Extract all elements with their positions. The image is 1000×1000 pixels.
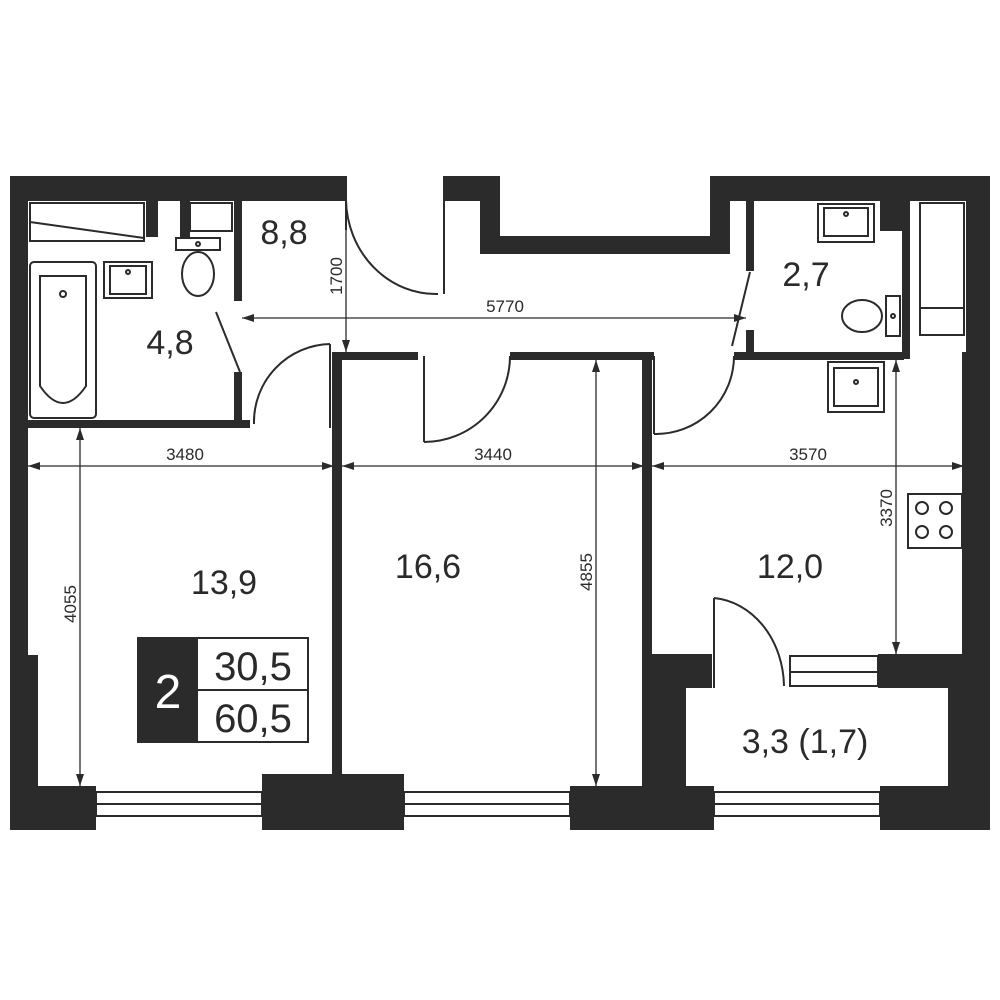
bedroom-depth-label: 4055 [61,585,80,623]
hallway-area: 8,8 [260,214,307,252]
bathroom-area: 4,8 [146,324,193,362]
windows [95,655,881,817]
hall-height-label: 1700 [327,257,346,295]
living-depth-label: 4855 [577,553,596,591]
hall-length-label: 5770 [486,297,524,316]
kitchen-width-label: 3570 [789,445,827,464]
total-area-value: 60,5 [214,697,292,741]
living-width-label: 3440 [474,445,512,464]
bedroom-area: 13,9 [191,564,257,602]
kitchen-area: 12,0 [757,548,823,586]
walls [10,176,990,830]
loggia-area: 3,3 (1,7) [742,723,869,761]
fixtures [29,202,965,549]
summary-badge: 2 30,5 60,5 [137,637,309,743]
kitchen-depth-label: 3370 [877,489,896,527]
living-area-value: 30,5 [214,645,292,689]
bedroom-width-label: 3480 [166,445,204,464]
wc-area: 2,7 [782,256,829,294]
dimension-lines [28,200,964,786]
living-room-area: 16,6 [395,548,461,586]
room-count: 2 [155,666,182,719]
